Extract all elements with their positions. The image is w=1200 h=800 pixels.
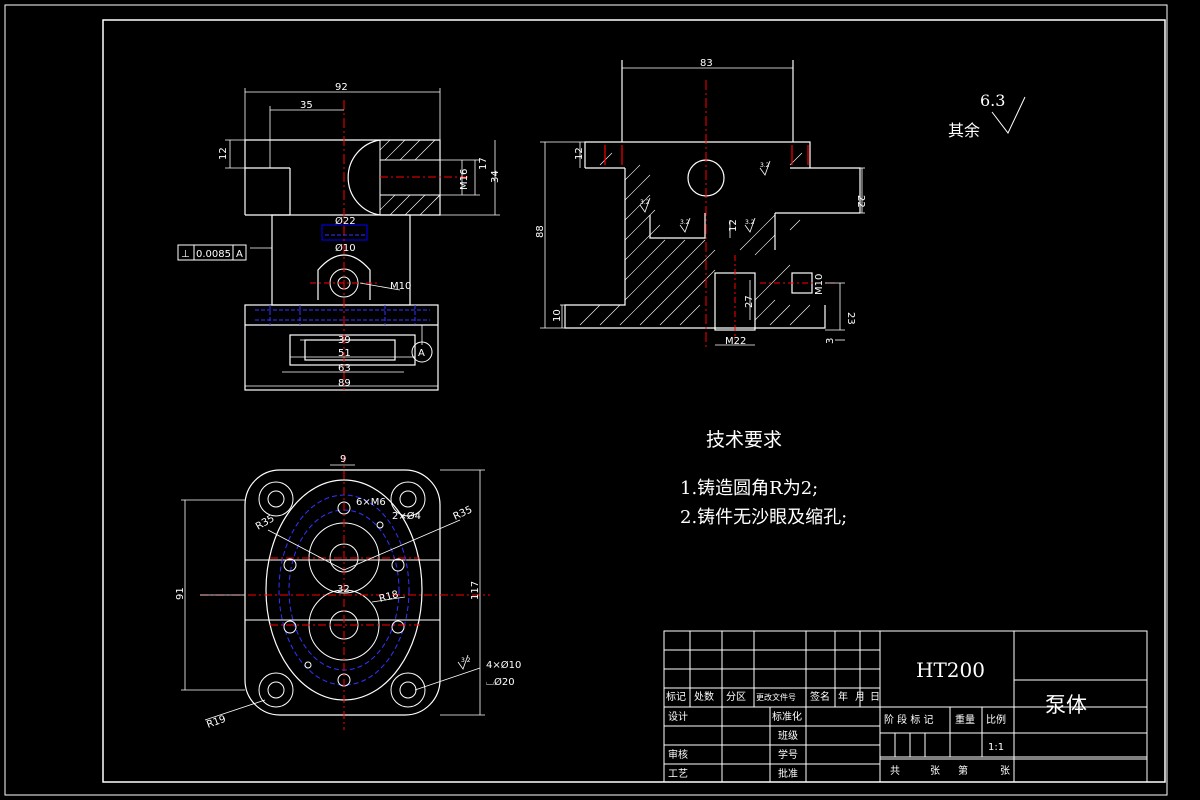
- header-mark: 标记: [666, 691, 686, 703]
- dim-22: 22: [855, 195, 866, 208]
- dim-89: 89: [338, 378, 351, 389]
- roughness-4: 3.2: [760, 162, 770, 169]
- material: HT200: [916, 658, 985, 682]
- header-change-doc: 更改文件号: [756, 692, 796, 702]
- dim-m10: M10: [390, 281, 411, 292]
- dim-dia22: Ø22: [335, 215, 356, 227]
- dim-side-m10: M10: [814, 274, 825, 295]
- header-day: 日: [870, 692, 880, 703]
- sheet-unit-2: 张: [1000, 765, 1010, 777]
- row-class: 班级: [778, 730, 798, 742]
- roughness-3: 3.2: [745, 219, 755, 226]
- dim-dia10: Ø10: [335, 242, 356, 254]
- dim-35: 35: [300, 100, 313, 111]
- roughness-2: 3.2: [680, 219, 690, 226]
- title-block: HT200 泵体 标记 处数 分区 更改文件号 签名 年 月 日 设计 审核 工…: [663, 630, 1148, 783]
- dim-92: 92: [335, 82, 348, 93]
- row-process: 工艺: [668, 768, 688, 780]
- tolerance-datum: A: [236, 249, 243, 260]
- dim-r19: R19: [205, 714, 227, 731]
- dim-r18: R18: [378, 589, 400, 605]
- datum-label: A: [418, 348, 425, 359]
- row-student-no: 学号: [778, 748, 798, 761]
- tech-req-item-1: 1.铸造圆角R为2;: [680, 478, 818, 499]
- roughness-1: 3.2: [640, 199, 650, 206]
- surface-finish-value: 6.3: [980, 91, 1005, 110]
- plan-roughness: 3.2: [461, 657, 471, 664]
- dim-6m6: 6×M6: [356, 497, 386, 508]
- dim-27: 27: [744, 295, 755, 308]
- surface-finish-label: 其余: [948, 121, 980, 140]
- row-approve: 批准: [778, 767, 798, 780]
- row-review: 审核: [668, 748, 688, 761]
- tolerance-value: 0.0085: [196, 249, 231, 260]
- front-view: 92 35 12 17 34 M16 Ø22 Ø10 M10 39 51 63 …: [177, 82, 501, 391]
- dim-34: 34: [490, 170, 501, 183]
- dim-inner-12: 12: [728, 219, 739, 232]
- dim-51: 51: [338, 348, 351, 359]
- tolerance-symbol: ⊥: [181, 249, 190, 260]
- tech-req-item-2: 2.铸件无沙眼及缩孔;: [680, 507, 847, 528]
- dim-counterbore: ⌴Ø20: [486, 676, 515, 688]
- technical-requirements: 技术要求 1.铸造圆角R为2; 2.铸件无沙眼及缩孔;: [680, 429, 847, 528]
- dim-12: 12: [218, 147, 229, 160]
- dim-4d10: 4×Ø10: [486, 659, 521, 671]
- dim-r35-right: R35: [452, 504, 474, 522]
- stage-label: 阶 段 标 记: [884, 713, 934, 726]
- part-name: 泵体: [1045, 693, 1087, 717]
- sheet-no: 第: [958, 764, 968, 777]
- header-sign: 签名: [810, 690, 830, 703]
- inner-border: [102, 19, 1166, 783]
- dim-2d4: 2×Ø4: [392, 510, 421, 522]
- weight-label: 重量: [955, 713, 975, 726]
- dim-side-12: 12: [574, 147, 585, 160]
- dim-m16: M16: [459, 169, 470, 190]
- dim-63: 63: [338, 363, 351, 374]
- surface-finish-symbol: 6.3 其余: [948, 91, 1026, 140]
- header-year: 年: [838, 690, 848, 703]
- dim-17: 17: [478, 157, 489, 170]
- dim-m22: M22: [725, 336, 746, 347]
- header-zone: 分区: [726, 691, 746, 703]
- dim-32: 32: [337, 584, 350, 595]
- dim-88: 88: [535, 225, 546, 238]
- scale-label: 比例: [986, 713, 1006, 726]
- side-view: 83 12 88 22 12 27 M10 23 10 M22 3 3.2 3.…: [535, 58, 866, 350]
- dim-9: 9: [340, 454, 346, 465]
- row-standard: 标准化: [772, 710, 802, 723]
- plan-view: 9 6×M6 2×Ø4 R35 R35 32 R18 91 117 R19 4×…: [175, 454, 521, 731]
- dim-83: 83: [700, 58, 713, 69]
- dim-23: 23: [845, 312, 856, 325]
- dim-3: 3: [825, 338, 836, 344]
- sheet-unit-1: 张: [930, 765, 940, 777]
- dim-10: 10: [552, 309, 563, 322]
- tech-req-heading: 技术要求: [706, 429, 782, 451]
- row-design: 设计: [668, 710, 688, 723]
- dim-39: 39: [338, 335, 351, 346]
- dim-117: 117: [470, 581, 481, 600]
- sheet-total: 共: [890, 765, 900, 777]
- header-count: 处数: [694, 690, 714, 703]
- dim-91: 91: [175, 587, 186, 600]
- scale-value: 1:1: [988, 742, 1004, 753]
- header-month: 月: [855, 691, 865, 703]
- outer-border: [4, 4, 1168, 796]
